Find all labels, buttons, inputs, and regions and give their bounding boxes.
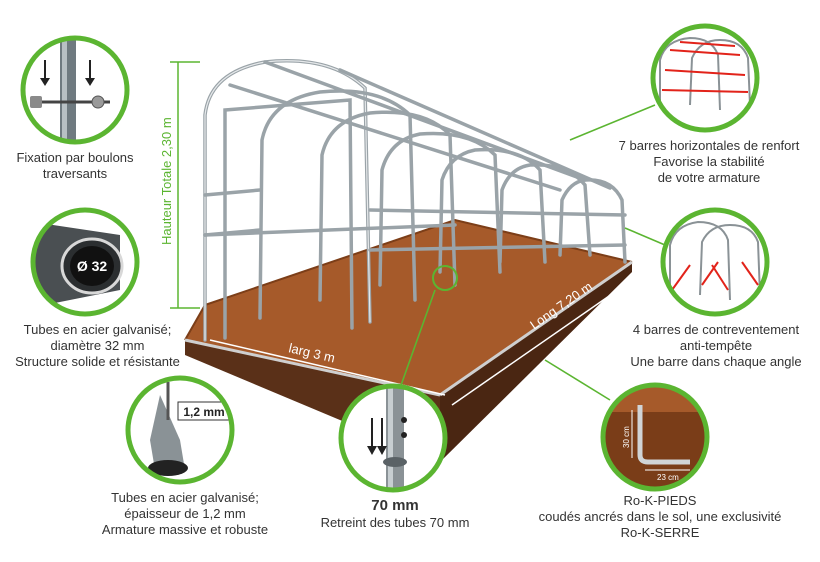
bracing-bars-caption-line1: 4 barres de contreventement bbox=[632, 322, 800, 337]
bracing-bars-caption: 4 barres de contreventement anti-tempête… bbox=[612, 322, 820, 370]
feet-caption-line2: coudés ancrés dans le sol, une exclusivi… bbox=[538, 509, 782, 524]
feet-caption-line1: Ro-K-PIEDS bbox=[623, 493, 697, 508]
bracing-bars-caption-line3: Une barre dans chaque angle bbox=[630, 354, 802, 369]
bolts-caption-line2: traversants bbox=[42, 166, 108, 181]
bolts-caption-line1: Fixation par boulons bbox=[16, 150, 134, 165]
foot-height-dim: 30 cm bbox=[622, 426, 631, 448]
horizontal-bars-callout-circle bbox=[650, 23, 760, 133]
callout-connectors bbox=[399, 104, 666, 401]
horizontal-bars-caption-line1: 7 barres horizontales de renfort bbox=[618, 138, 800, 153]
bolts-callout-circle bbox=[20, 35, 130, 145]
tube-diameter-caption-line3: Structure solide et résistante bbox=[15, 354, 180, 369]
horizontal-bars-caption-line2: Favorise la stabilité bbox=[653, 154, 765, 169]
bracing-bars-callout-circle bbox=[660, 207, 770, 317]
tube-diameter-callout-circle: Ø 32 bbox=[30, 207, 140, 317]
feet-callout-circle: 30 cm 23 cm bbox=[600, 382, 710, 492]
foot-width-dim: 23 cm bbox=[657, 473, 679, 482]
thickness-caption: Tubes en acier galvanisé; épaisseur de 1… bbox=[85, 490, 285, 538]
tube-retreint-callout-circle bbox=[338, 383, 448, 493]
tube-diameter-badge: Ø 32 bbox=[77, 258, 108, 274]
thickness-badge: 1,2 mm bbox=[183, 405, 224, 419]
thickness-caption-line3: Armature massive et robuste bbox=[101, 522, 269, 537]
height-dimension: Hauteur Totale 2,30 m bbox=[159, 61, 200, 309]
tube-diameter-caption-line1: Tubes en acier galvanisé; bbox=[23, 322, 172, 337]
horizontal-bars-caption-line3: de votre armature bbox=[657, 170, 761, 185]
retreint-title: 70 mm bbox=[371, 497, 419, 514]
thickness-callout-circle: 1,2 mm bbox=[125, 375, 235, 485]
bolts-caption: Fixation par boulons traversants bbox=[0, 150, 150, 182]
greenhouse-frame bbox=[203, 59, 627, 342]
bracing-bars-caption-line2: anti-tempête bbox=[679, 338, 753, 353]
feet-caption: Ro-K-PIEDS coudés ancrés dans le sol, un… bbox=[520, 493, 800, 541]
tube-diameter-caption: Tubes en acier galvanisé; diamètre 32 mm… bbox=[0, 322, 195, 370]
thickness-caption-line2: épaisseur de 1,2 mm bbox=[124, 506, 246, 521]
feet-caption-line3: Ro-K-SERRE bbox=[620, 525, 700, 540]
height-label: Hauteur Totale 2,30 m bbox=[159, 117, 174, 245]
retreint-caption: 70 mm Retreint des tubes 70 mm bbox=[300, 497, 490, 531]
tube-diameter-caption-line2: diamètre 32 mm bbox=[50, 338, 145, 353]
retreint-caption-line1: Retreint des tubes 70 mm bbox=[320, 515, 470, 530]
thickness-caption-line1: Tubes en acier galvanisé; bbox=[111, 490, 259, 505]
horizontal-bars-caption: 7 barres horizontales de renfort Favoris… bbox=[600, 138, 818, 186]
